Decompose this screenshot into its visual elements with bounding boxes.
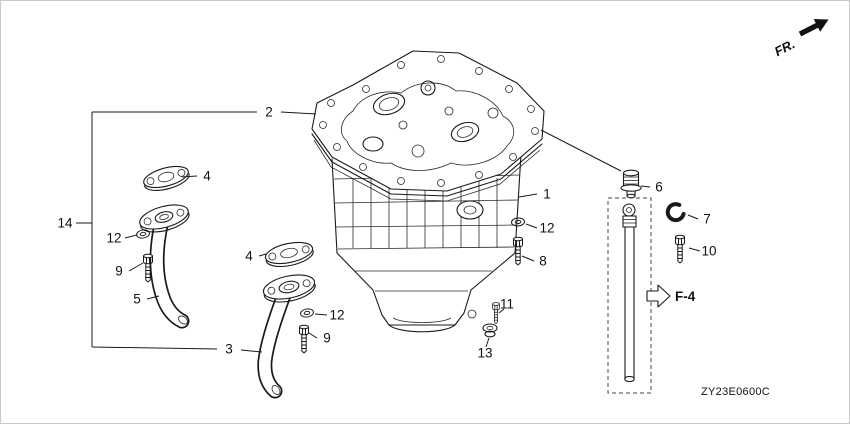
- flange-gasket-lower: [264, 241, 314, 267]
- callout-4: 4: [203, 169, 211, 184]
- callout-4: 4: [245, 249, 253, 264]
- flange-gasket-upper: [143, 165, 190, 191]
- callout-10: 10: [701, 244, 716, 259]
- callout-8: 8: [539, 254, 547, 269]
- callout-11: 11: [500, 297, 514, 312]
- tube-clip: [665, 202, 686, 223]
- sealing-washer: [482, 323, 498, 338]
- part-code: ZY23E0600C: [701, 386, 770, 398]
- f4-reference-arrow: [646, 284, 671, 308]
- callout-9: 9: [323, 331, 331, 346]
- washer-right: [510, 216, 526, 228]
- fr-direction-arrow: [798, 18, 829, 37]
- callout-7: 7: [703, 212, 711, 227]
- grommet-part: [620, 169, 642, 199]
- callout-14: 14: [57, 216, 73, 231]
- f4-label: F-4: [675, 289, 696, 304]
- suction-tube-upper: [139, 204, 190, 329]
- callout-2: 2: [265, 105, 273, 120]
- leader-lines: [76, 111, 701, 353]
- washer-upper-left: [135, 228, 151, 240]
- callout-5: 5: [133, 292, 141, 307]
- callout-1: 1: [543, 187, 551, 202]
- stud-bolt: [492, 302, 500, 324]
- oil-pan-body: [331, 153, 522, 333]
- callout-12: 12: [329, 308, 344, 323]
- fr-label: FR.: [772, 36, 797, 59]
- callout-12: 12: [539, 221, 554, 236]
- callout-9: 9: [115, 264, 123, 279]
- oil-tube-reference: [607, 197, 652, 394]
- bolt-small-right: [675, 234, 685, 264]
- mounting-plate: [311, 50, 545, 202]
- callout-6: 6: [655, 180, 663, 195]
- callout-12: 12: [106, 231, 121, 246]
- callout-3: 3: [225, 342, 233, 357]
- washer-mid: [299, 307, 315, 319]
- suction-tube-lower: [257, 274, 316, 399]
- bolt-mid: [299, 324, 309, 354]
- callout-13: 13: [477, 346, 492, 361]
